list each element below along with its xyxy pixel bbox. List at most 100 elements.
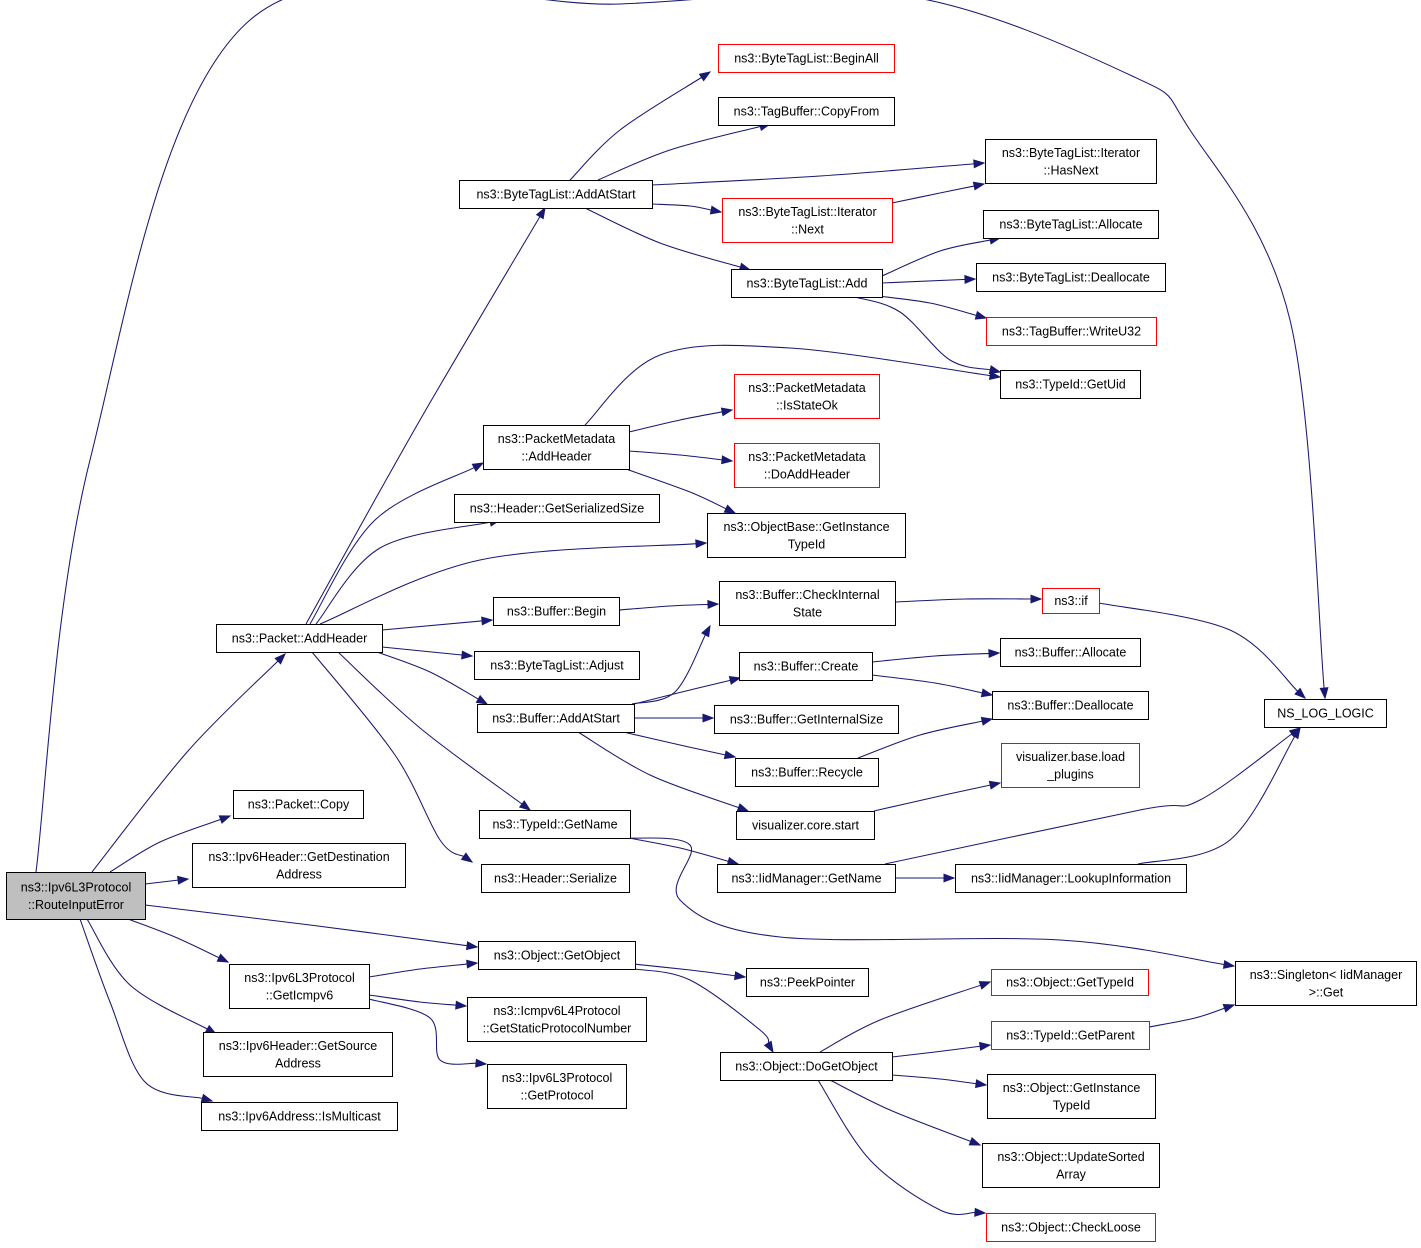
function-node[interactable]: ns3::TypeId::GetName bbox=[479, 810, 631, 839]
edge-arrowhead bbox=[475, 1058, 488, 1068]
function-node[interactable]: NS_LOG_LOGIC bbox=[1264, 699, 1387, 728]
function-node[interactable]: ns3::ByteTagList::Add bbox=[731, 269, 883, 298]
function-node[interactable]: ns3::PacketMetadata::AddHeader bbox=[483, 425, 630, 470]
node-box bbox=[720, 1052, 893, 1081]
edge-line bbox=[628, 411, 724, 433]
function-node[interactable]: ns3::Object::GetObject bbox=[478, 941, 636, 970]
node-label: TypeId bbox=[1053, 1098, 1091, 1112]
function-node[interactable]: ns3::Object::CheckLoose bbox=[986, 1213, 1156, 1242]
edge-arrowhead bbox=[988, 648, 1001, 659]
function-node[interactable]: visualizer.base.load_plugins bbox=[1001, 743, 1140, 788]
edge-arrowhead bbox=[988, 371, 1002, 381]
function-node[interactable]: ns3::PacketMetadata::DoAddHeader bbox=[734, 443, 880, 488]
function-node[interactable]: ns3::ByteTagList::Adjust bbox=[474, 651, 640, 680]
function-node[interactable]: ns3::TypeId::GetUid bbox=[1000, 370, 1141, 399]
edge-line bbox=[127, 918, 221, 959]
node-label: ns3::ByteTagList::AddAtStart bbox=[476, 188, 636, 202]
function-node[interactable]: ns3::Buffer::AddAtStart bbox=[477, 704, 635, 733]
node-label: ns3::ByteTagList::Adjust bbox=[490, 659, 624, 673]
edge-line bbox=[631, 633, 707, 705]
call-edge-n21-n37 bbox=[854, 296, 1002, 374]
node-label: ::HasNext bbox=[1044, 163, 1099, 177]
edge-line bbox=[368, 963, 469, 978]
function-node[interactable]: ns3::Buffer::GetInternalSize bbox=[714, 705, 899, 734]
function-node[interactable]: ns3::Buffer::Allocate bbox=[1000, 638, 1141, 667]
call-edge-n1-n13 bbox=[337, 651, 532, 811]
function-node[interactable]: ns3::Buffer::Deallocate bbox=[992, 691, 1149, 720]
edge-arrowhead bbox=[471, 462, 485, 472]
edge-line bbox=[881, 278, 967, 284]
call-edge-n8-n22 bbox=[628, 407, 734, 433]
function-node[interactable]: ns3::Ipv6Address::IsMulticast bbox=[201, 1102, 398, 1131]
function-node[interactable]: ns3::Buffer::Recycle bbox=[735, 758, 879, 787]
edge-line bbox=[618, 730, 727, 756]
function-node[interactable]: ns3::IidManager::LookupInformation bbox=[955, 864, 1187, 893]
function-node[interactable]: ns3::Packet::AddHeader bbox=[216, 624, 383, 653]
call-edge-n8-n24 bbox=[625, 468, 737, 514]
function-node[interactable]: ns3::ByteTagList::Iterator::HasNext bbox=[985, 139, 1157, 184]
function-node[interactable]: ns3::ByteTagList::Iterator::Next bbox=[722, 198, 893, 243]
function-node[interactable]: ns3::ByteTagList::BeginAll bbox=[718, 44, 895, 73]
function-node[interactable]: ns3::IidManager::GetName bbox=[717, 864, 896, 893]
edge-arrowhead bbox=[218, 815, 232, 824]
node-box bbox=[478, 941, 636, 970]
function-node[interactable]: ns3::ByteTagList::AddAtStart bbox=[459, 180, 653, 209]
node-box bbox=[985, 139, 1157, 184]
function-node[interactable]: ns3::Ipv6L3Protocol::GetIcmpv6 bbox=[229, 964, 370, 1009]
function-node[interactable]: ns3::Buffer::Create bbox=[739, 652, 873, 681]
function-node[interactable]: ns3::Object::GetTypeId bbox=[991, 969, 1149, 996]
function-node[interactable]: ns3::Header::Serialize bbox=[481, 864, 630, 893]
edge-arrowhead bbox=[466, 959, 479, 969]
function-node[interactable]: ns3::Packet::Copy bbox=[233, 790, 364, 819]
function-node[interactable]: ns3::PacketMetadata::IsStateOk bbox=[734, 374, 880, 419]
call-edge-n1-n14 bbox=[311, 651, 474, 863]
function-node[interactable]: ns3::Object::DoGetObject bbox=[720, 1052, 893, 1081]
node-label: ::GetIcmpv6 bbox=[266, 988, 333, 1002]
function-node[interactable]: ns3::Ipv6L3Protocol::GetProtocol bbox=[487, 1064, 627, 1109]
edge-line bbox=[1137, 735, 1296, 865]
function-node[interactable]: ns3::TagBuffer::CopyFrom bbox=[718, 97, 895, 126]
node-box bbox=[734, 443, 880, 488]
call-edge-n4-n16 bbox=[368, 994, 468, 1010]
edge-line bbox=[584, 207, 742, 268]
node-label: ns3::Packet::Copy bbox=[248, 798, 350, 812]
edge-line bbox=[624, 837, 1226, 966]
function-node[interactable]: ns3::PeekPointer bbox=[746, 968, 869, 997]
call-edge-root-n48 bbox=[35, 0, 1329, 873]
node-label: ns3::Header::Serialize bbox=[494, 872, 617, 886]
function-node[interactable]: ns3::Header::GetSerializedSize bbox=[454, 494, 660, 523]
function-node[interactable]: visualizer.core.start bbox=[736, 811, 875, 840]
node-label: ns3::Buffer::Create bbox=[754, 660, 859, 674]
edge-line bbox=[628, 837, 730, 863]
function-node[interactable]: ns3::TypeId::GetParent bbox=[991, 1021, 1150, 1050]
node-box bbox=[735, 758, 879, 787]
function-node[interactable]: ns3::ByteTagList::Allocate bbox=[983, 210, 1159, 239]
call-edge-n8-n37 bbox=[584, 344, 1002, 426]
edge-line bbox=[618, 603, 710, 611]
edge-arrowhead bbox=[964, 274, 977, 284]
edge-arrowhead bbox=[988, 780, 1002, 790]
node-box bbox=[477, 704, 635, 733]
edge-line bbox=[634, 968, 770, 1045]
node-box bbox=[991, 1021, 1150, 1050]
edge-line bbox=[144, 879, 180, 885]
function-node[interactable]: ns3::ByteTagList::Deallocate bbox=[976, 263, 1166, 292]
function-node[interactable]: ns3::Icmpv6L4Protocol::GetStaticProtocol… bbox=[467, 997, 647, 1042]
function-node[interactable]: ns3::if bbox=[1042, 588, 1100, 614]
function-node[interactable]: ns3::TagBuffer::WriteU32 bbox=[986, 317, 1157, 346]
call-edge-n7-n20 bbox=[651, 203, 723, 215]
call-edge-root-n3 bbox=[144, 875, 190, 885]
node-box bbox=[739, 652, 873, 681]
node-label: ns3::Buffer::Deallocate bbox=[1007, 699, 1133, 713]
edge-line bbox=[894, 598, 1033, 603]
function-node[interactable]: ns3::Buffer::Begin bbox=[493, 597, 620, 626]
function-node[interactable]: ns3::Singleton< IidManager >::Get bbox=[1235, 961, 1417, 1006]
call-edge-n12-n25 bbox=[631, 624, 711, 705]
